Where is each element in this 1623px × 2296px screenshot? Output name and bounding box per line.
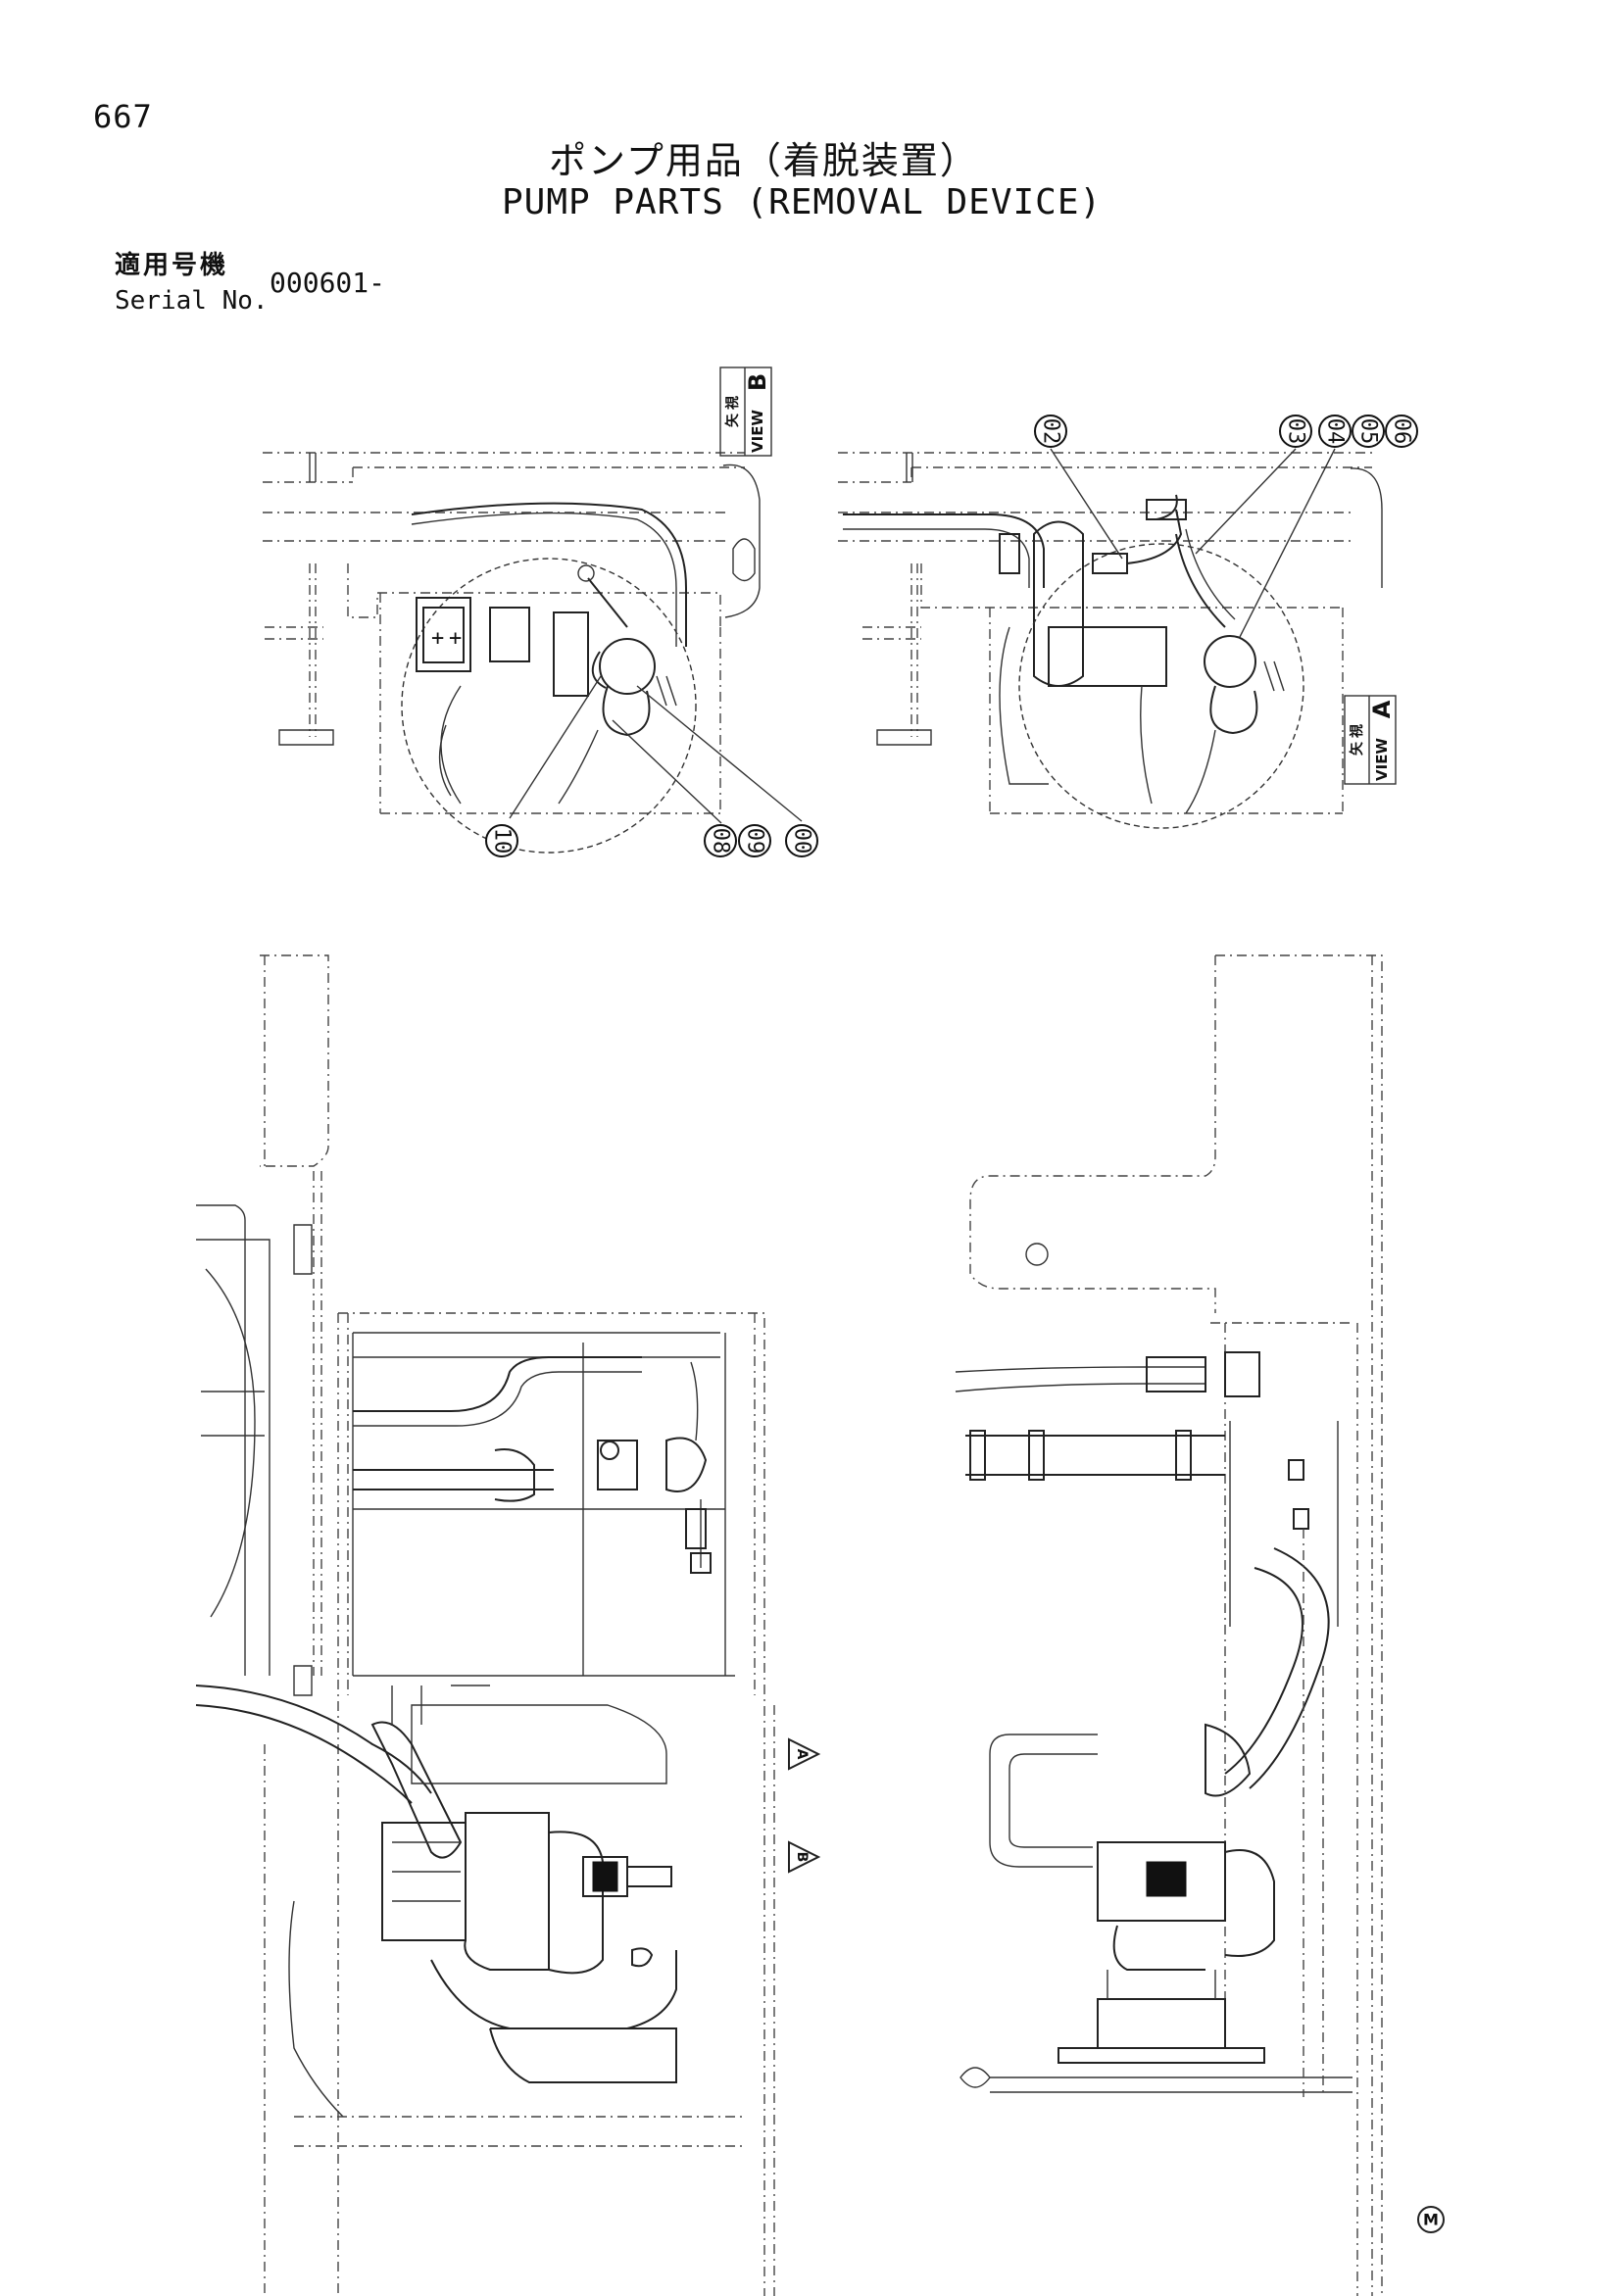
view-direction-arrows: A B: [788, 1737, 821, 1874]
callout-03: 03: [1284, 418, 1308, 445]
serial-value: 000601-: [270, 267, 386, 299]
svg-text:M: M: [1423, 2211, 1439, 2229]
view-b-letter: B: [744, 373, 771, 391]
page-number: 667: [93, 98, 153, 135]
callout-09: 09: [743, 828, 767, 855]
callout-bubble: [1034, 415, 1067, 448]
callout-08: 08: [709, 828, 733, 855]
view-a-label: 矢視 VIEW A: [1344, 695, 1397, 785]
svg-text:VIEW: VIEW: [1373, 738, 1391, 781]
callout-bubble: [738, 824, 771, 857]
callout-bubble: [485, 824, 518, 857]
view-b-drawing: ++ 10 08 09 00 矢視: [263, 366, 818, 857]
callout-02: 02: [1039, 418, 1063, 445]
callout-bubble: [704, 824, 737, 857]
view-b-callouts: 10 08 09 00: [485, 675, 818, 857]
lower-right-plan: [955, 954, 1383, 2296]
svg-text:+: +: [449, 626, 462, 651]
callout-bubble: [1279, 415, 1312, 448]
callout-bubble: [1318, 415, 1352, 448]
view-a-callouts: 02 03 04 05 06: [1034, 415, 1418, 638]
callout-06: 06: [1390, 418, 1414, 445]
page-title-japanese: ポンプ用品（着脱装置）: [549, 139, 979, 182]
arrow-b-letter: B: [794, 1852, 810, 1863]
callout-10: 10: [490, 828, 515, 855]
callout-bubble: [1352, 415, 1385, 448]
callout-bubble: [785, 824, 818, 857]
serial-label: Serial No.: [115, 286, 269, 316]
lower-left-plan: [195, 954, 775, 2296]
view-b-label: 矢視 VIEW B: [719, 366, 772, 457]
page-title: PUMP PARTS (REMOVAL DEVICE): [502, 182, 1103, 222]
callout-00: 00: [790, 828, 814, 855]
callout-04: 04: [1323, 418, 1348, 445]
svg-text:+: +: [431, 626, 444, 651]
arrow-a-letter: A: [794, 1749, 810, 1760]
svg-text:VIEW: VIEW: [749, 410, 766, 453]
revision-mark: M: [1417, 2206, 1445, 2233]
view-a-letter: A: [1368, 700, 1396, 718]
svg-text:矢視: 矢視: [724, 396, 741, 427]
svg-text:矢視: 矢視: [1349, 724, 1365, 756]
callout-05: 05: [1356, 418, 1381, 445]
callout-bubble: [1385, 415, 1418, 448]
serial-label-japanese: 適用号機: [115, 251, 229, 280]
view-a-drawing: 02 03 04 05 06 矢視 VIEW A: [838, 415, 1418, 829]
